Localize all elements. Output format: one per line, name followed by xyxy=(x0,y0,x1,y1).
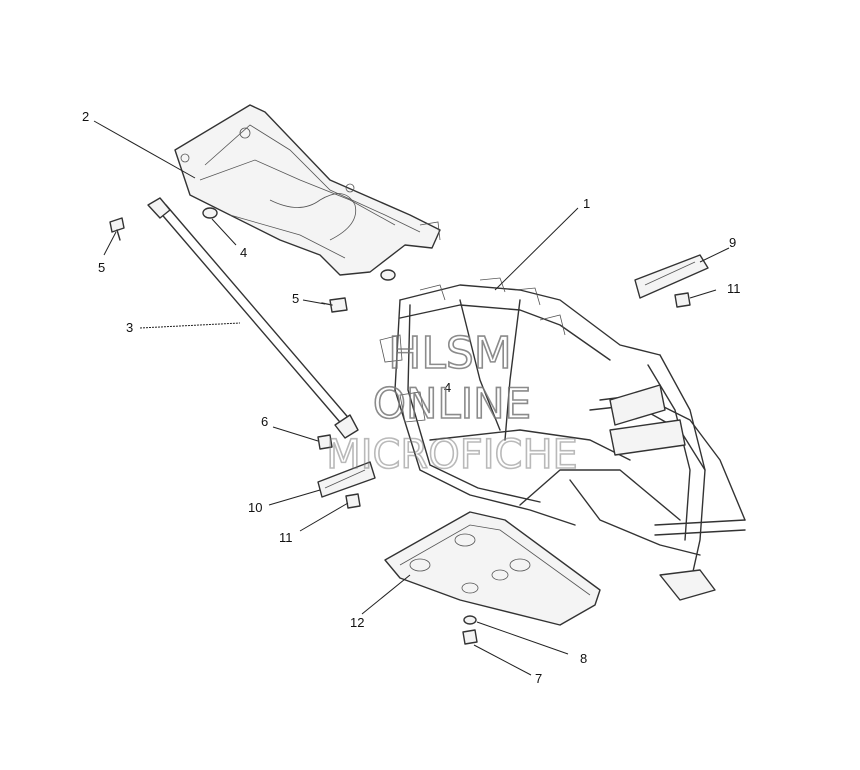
rear-subframe xyxy=(174,104,441,276)
fastener-bolt-5a xyxy=(109,217,125,241)
skid-plate xyxy=(384,511,601,626)
fastener-nut-4a xyxy=(202,207,218,219)
callout-labels: 1 2 3 4 4 5 5 6 7 8 9 10 11 11 12 xyxy=(82,109,741,686)
callout-3: 3 xyxy=(126,320,133,335)
fastener-bolt-7 xyxy=(462,629,478,645)
callout-1: 1 xyxy=(583,196,590,211)
callout-4b: 4 xyxy=(444,380,451,395)
callout-7: 7 xyxy=(535,671,542,686)
watermark-line3: MICROFICHE xyxy=(326,432,578,478)
fastener-bolt-11b xyxy=(345,493,361,509)
main-frame xyxy=(379,277,746,601)
callout-11b: 11 xyxy=(279,530,293,545)
footrest-right xyxy=(634,254,709,299)
brace-rod xyxy=(147,197,359,439)
fastener-bolt-11a xyxy=(674,292,691,308)
leader-lines xyxy=(93,120,730,676)
callout-6: 6 xyxy=(261,414,268,429)
callout-8: 8 xyxy=(580,651,587,666)
callout-5b: 5 xyxy=(292,291,299,306)
fastener-washer-8 xyxy=(463,615,477,625)
watermark: HLSM ONLINE MICROFICHE xyxy=(325,327,578,479)
watermark-line2: ONLINE xyxy=(373,379,531,428)
fastener-bolt-5b xyxy=(321,297,348,313)
fastener-nut-4b xyxy=(380,269,396,281)
watermark-line1: HLSM xyxy=(388,328,512,379)
callout-2: 2 xyxy=(82,109,89,124)
callout-5a: 5 xyxy=(98,260,105,275)
callout-11a: 11 xyxy=(727,281,741,296)
fastener-bolt-6 xyxy=(317,434,333,450)
callout-4a: 4 xyxy=(240,245,247,260)
callout-9: 9 xyxy=(729,235,736,250)
callout-10: 10 xyxy=(248,500,262,515)
footrest-left xyxy=(317,461,376,498)
callout-12: 12 xyxy=(350,615,364,630)
